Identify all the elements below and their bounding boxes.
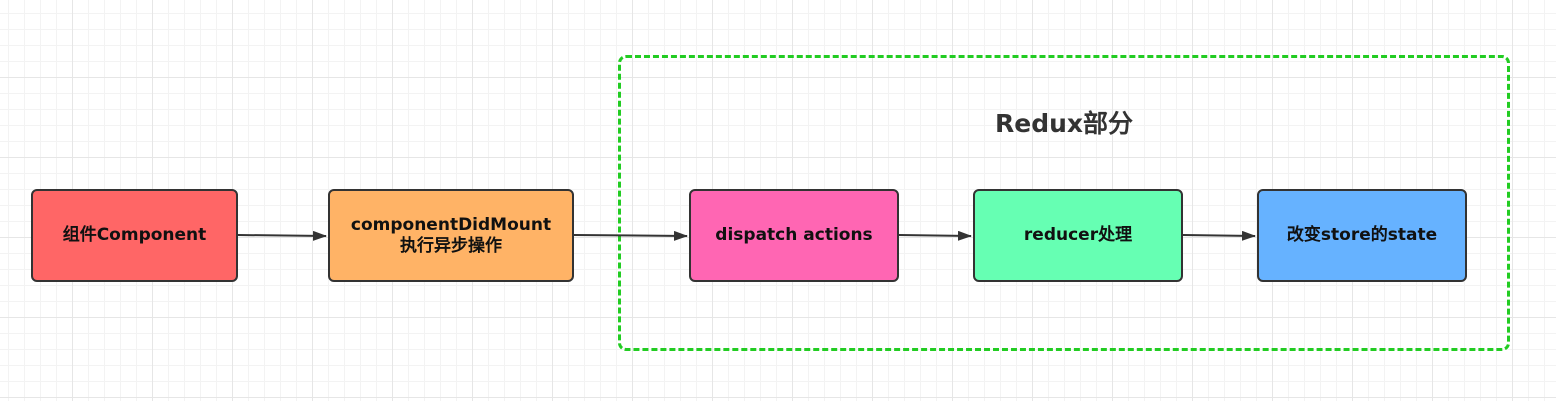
node-reducer-label: reducer处理	[1023, 225, 1133, 245]
node-component-did-mount-sublabel: 执行异步操作	[400, 235, 502, 256]
redux-group-container	[618, 55, 1510, 351]
node-dispatch-actions-label: dispatch actions	[715, 225, 873, 245]
edge-dispatch-to-reducer	[898, 230, 972, 241]
node-change-store-state-label: 改变store的state	[1286, 225, 1438, 245]
node-component-did-mount[interactable]: componentDidMount 执行异步操作	[328, 189, 574, 282]
edge-didmount-to-dispatch	[573, 230, 688, 241]
node-change-store-state[interactable]: 改变store的state	[1257, 189, 1467, 282]
redux-group-title: Redux部分	[994, 109, 1134, 138]
node-dispatch-actions[interactable]: dispatch actions	[689, 189, 899, 282]
node-component-label: 组件Component	[62, 225, 207, 245]
node-component[interactable]: 组件Component	[31, 189, 238, 282]
edge-reducer-to-state	[1182, 230, 1256, 241]
node-reducer[interactable]: reducer处理	[973, 189, 1183, 282]
node-component-did-mount-label: componentDidMount	[350, 214, 552, 235]
edge-component-to-didmount	[237, 230, 327, 241]
